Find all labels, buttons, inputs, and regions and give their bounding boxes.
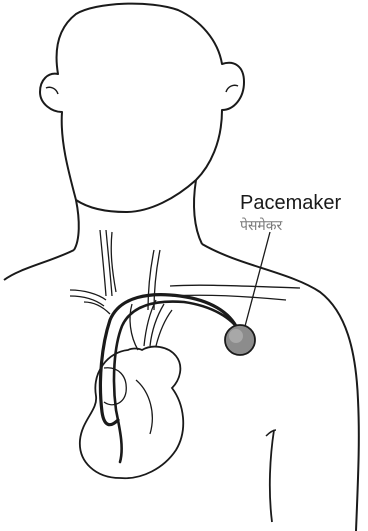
- head-outline: [40, 4, 244, 212]
- neck-left-outline: [74, 200, 79, 250]
- neck-right-outline: [194, 180, 202, 244]
- right-arm-line: [270, 430, 274, 522]
- pacemaker-device-highlight: [229, 329, 243, 343]
- left-shoulder-outline: [4, 250, 74, 280]
- right-ear-detail: [226, 85, 238, 92]
- pacemaker-leads: [100, 295, 240, 462]
- pacemaker-label-english: Pacemaker: [240, 193, 341, 213]
- heart-outline: [80, 347, 183, 479]
- left-ear-detail: [46, 87, 58, 94]
- jugular-veins: [100, 230, 160, 310]
- heart-ventricle-detail: [136, 380, 152, 434]
- subclavian-veins: [70, 285, 300, 314]
- pacemaker-pointer-line: [244, 232, 270, 330]
- pacemaker-label-hindi: पेसमेकर: [240, 219, 282, 233]
- great-vessels: [130, 300, 172, 350]
- right-arm-notch: [266, 430, 276, 436]
